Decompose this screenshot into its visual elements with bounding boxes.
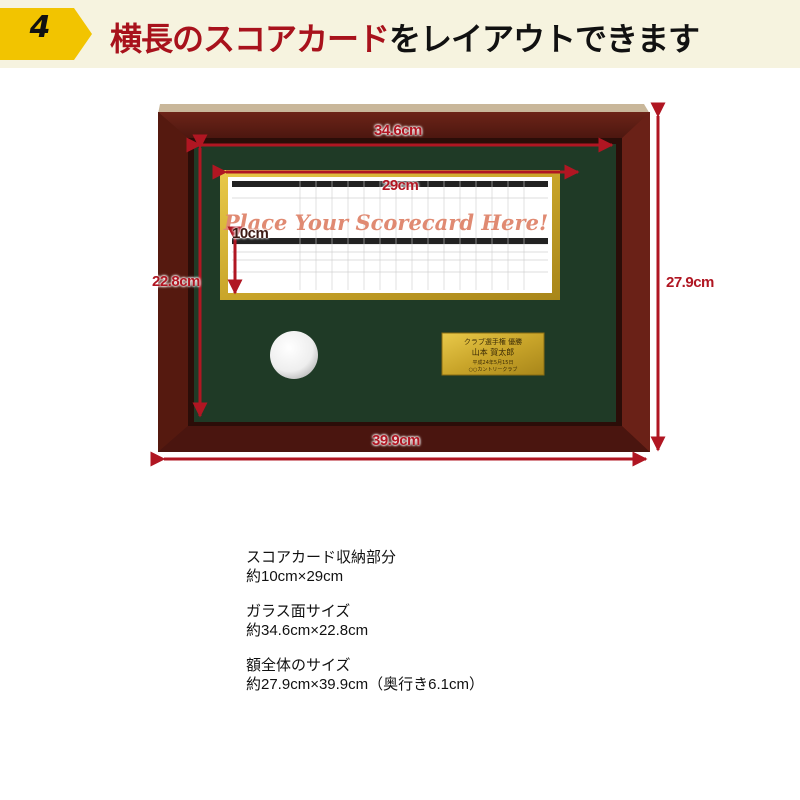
frame-height-label: 27.9cm [666,274,714,291]
spec-value: 約10cm×29cm [246,568,344,585]
golf-ball [270,331,318,379]
spec-title: 額全体のサイズ [246,657,351,674]
scorecard-height-label: 10cm [232,225,269,242]
frame-top-edge [158,104,650,114]
frame-drawing: Place Your Scorecard Here! クラブ選手権 優勝 山本 … [150,102,666,467]
frame-illustration: Place Your Scorecard Here! クラブ選手権 優勝 山本 … [150,102,714,467]
glass-height-label: 22.8cm [152,273,200,290]
scorecard-width-label: 29cm [382,177,419,194]
spec-list: スコアカード収納部分 約10cm×29cm ガラス面サイズ 約34.6cm×22… [246,548,686,710]
nameplate-line-1: クラブ選手権 優勝 [464,337,522,346]
frame-width-label: 39.9cm [372,432,420,449]
nameplate-line-4: ○○カントリークラブ [469,366,518,373]
page-title: 横長のスコアカードをレイアウトできます [110,14,700,60]
scorecard-placeholder-text: Place Your Scorecard Here! [223,210,548,235]
glass-width-label: 34.6cm [374,122,422,139]
spec-frame-size: 額全体のサイズ 約27.9cm×39.9cm（奥行き6.1cm） [246,656,686,694]
nameplate-line-3: 平成24年5月15日 [473,359,514,366]
scorecard-paper [228,177,552,293]
scorecard-header-row [232,181,548,187]
scorecard-header-row-2 [232,238,548,244]
spec-value: 約27.9cm×39.9cm（奥行き6.1cm） [246,676,484,693]
step-badge-shape [0,8,92,60]
spec-glass-size: ガラス面サイズ 約34.6cm×22.8cm [246,602,686,640]
spec-value: 約34.6cm×22.8cm [246,622,369,639]
spec-scorecard-area: スコアカード収納部分 約10cm×29cm [246,548,686,586]
step-number: 4 [29,10,51,45]
spec-title: ガラス面サイズ [246,603,351,620]
nameplate-line-2: 山本 賀太郎 [472,347,515,357]
spec-title: スコアカード収納部分 [246,549,397,566]
title-highlight: 横長のスコアカード [110,20,390,58]
title-rest: をレイアウトできます [389,20,700,58]
header-banner: 4 横長のスコアカードをレイアウトできます [0,0,800,68]
nameplate [441,332,545,376]
